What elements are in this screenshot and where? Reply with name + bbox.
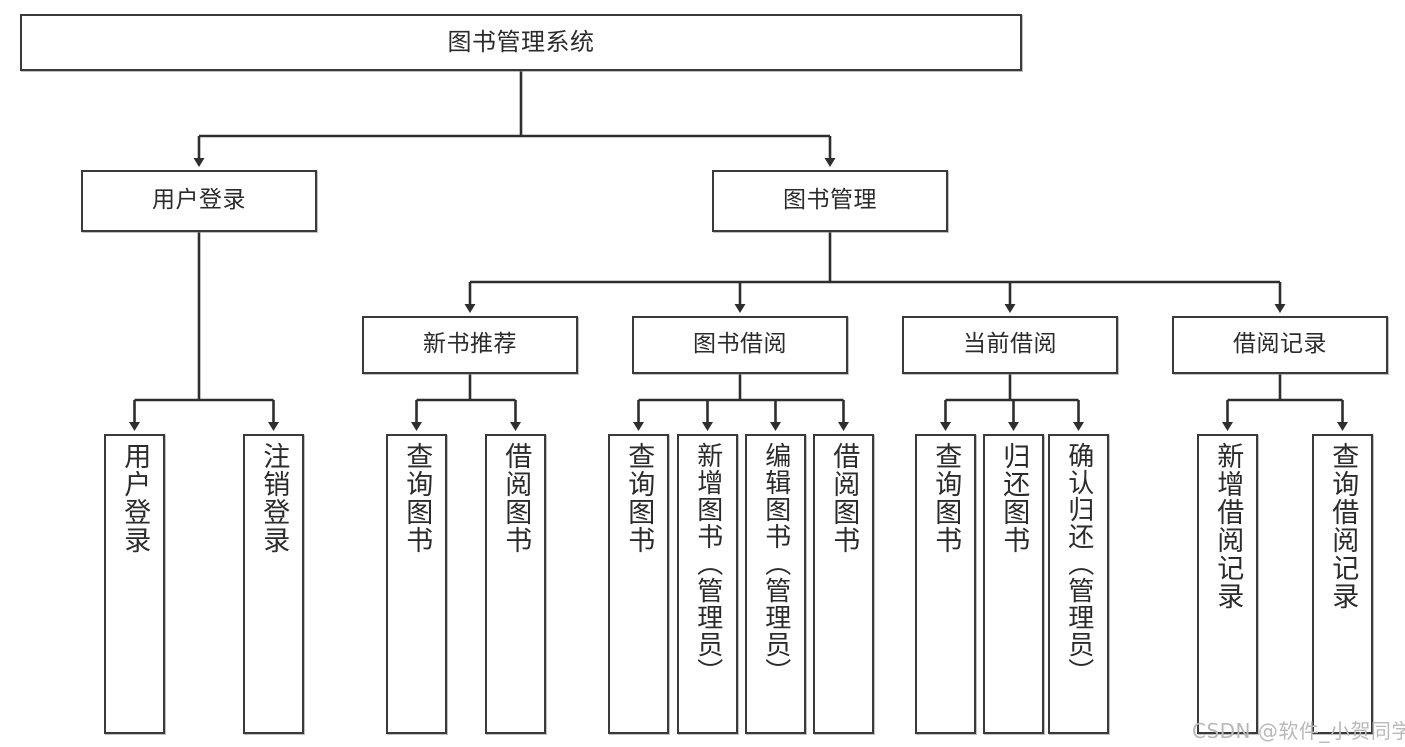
node-book_borrow[interactable]: 图书借阅	[632, 316, 848, 374]
node-leaf_confirm_return[interactable]: 确认归还（管理员）	[1048, 434, 1109, 734]
node-label: 确认归还（管理员）	[1063, 442, 1094, 685]
node-label: 归还图书	[998, 442, 1030, 554]
node-leaf_query_book_b[interactable]: 查询图书	[608, 434, 669, 734]
node-label: 借阅记录	[1233, 331, 1327, 358]
node-leaf_query_record[interactable]: 查询借阅记录	[1312, 434, 1373, 734]
node-root[interactable]: 图书管理系统	[20, 14, 1022, 71]
node-label: 注销登录	[258, 442, 290, 554]
edge-bus-current_borrow	[945, 374, 1079, 402]
node-leaf_borrow_book_b[interactable]: 借阅图书	[813, 434, 874, 734]
node-label: 查询图书	[623, 442, 655, 554]
csdn-watermark: CSDN @软件_小贺同学	[1192, 719, 1405, 743]
node-label: 查询借阅记录	[1327, 442, 1359, 610]
edge-bus-book_mgmt	[470, 232, 1280, 284]
node-label: 用户登录	[119, 442, 151, 554]
node-current_borrow[interactable]: 当前借阅	[902, 316, 1118, 374]
edge-bus-user_login	[134, 232, 274, 402]
node-label: 编辑图书（管理员）	[760, 442, 791, 685]
node-label: 当前借阅	[963, 331, 1057, 358]
node-leaf_return_book[interactable]: 归还图书	[983, 434, 1044, 734]
node-leaf_logout[interactable]: 注销登录	[243, 434, 304, 734]
node-leaf_query_book_rec[interactable]: 查询图书	[386, 434, 447, 734]
node-leaf_borrow_book_rec[interactable]: 借阅图书	[485, 434, 546, 734]
node-leaf_add_book[interactable]: 新增图书（管理员）	[677, 434, 738, 734]
node-label: 用户登录	[152, 187, 246, 214]
node-label: 借阅图书	[500, 442, 532, 554]
node-label: 图书管理	[783, 187, 877, 214]
node-label: 新增图书（管理员）	[692, 442, 723, 685]
node-label: 图书借阅	[693, 331, 787, 358]
node-label: 借阅图书	[828, 442, 860, 554]
node-label: 查询图书	[930, 442, 962, 554]
node-book_mgmt[interactable]: 图书管理	[712, 170, 948, 232]
edge-bus-root	[199, 71, 830, 138]
node-label: 新增借阅记录	[1212, 442, 1244, 610]
node-leaf_add_record[interactable]: 新增借阅记录	[1197, 434, 1258, 734]
node-label: 图书管理系统	[447, 28, 595, 57]
node-label: 新书推荐	[423, 331, 517, 358]
node-leaf_edit_book[interactable]: 编辑图书（管理员）	[745, 434, 806, 734]
node-leaf_user_login[interactable]: 用户登录	[104, 434, 165, 734]
node-user_login[interactable]: 用户登录	[81, 170, 317, 232]
node-new_book_rec[interactable]: 新书推荐	[362, 316, 578, 374]
edge-bus-book_borrow	[638, 374, 844, 402]
node-leaf_query_book_c[interactable]: 查询图书	[915, 434, 976, 734]
node-label: 查询图书	[401, 442, 433, 554]
edge-bus-borrow_record	[1227, 374, 1343, 402]
edge-bus-new_book_rec	[416, 374, 516, 402]
node-borrow_record[interactable]: 借阅记录	[1172, 316, 1388, 374]
